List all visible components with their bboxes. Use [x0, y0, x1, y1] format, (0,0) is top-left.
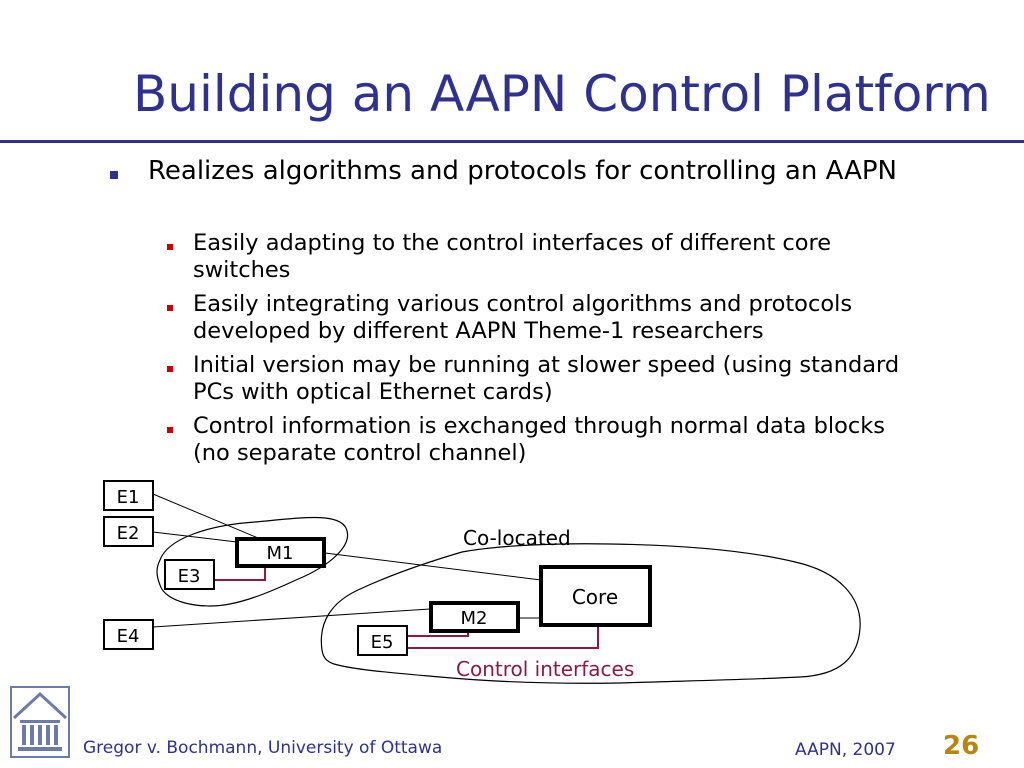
sub-bullet-marker: [167, 366, 173, 372]
node-m1: M1: [235, 537, 326, 568]
sub-bullet-1: Easily adapting to the control interface…: [193, 230, 993, 284]
footer-event: AAPN, 2007: [795, 740, 896, 760]
title-divider: [0, 140, 1024, 143]
link-e1-m1: [152, 493, 259, 539]
node-e2: E2: [103, 516, 154, 547]
sub-bullet-3: Initial version may be running at slower…: [193, 352, 993, 406]
sub-bullet-4-line2: (no separate control channel): [193, 440, 527, 466]
node-m2-label: M2: [461, 608, 488, 629]
sub-bullet-3-line2: PCs with optical Ethernet cards): [193, 379, 553, 405]
sub-bullet-marker: [167, 427, 173, 433]
sub-bullet-2: Easily integrating various control algor…: [193, 291, 993, 345]
control-interfaces-label: Control interfaces: [456, 657, 634, 681]
sub-bullet-marker: [167, 244, 173, 250]
node-e5: E5: [357, 625, 408, 656]
university-logo-icon: [10, 686, 70, 758]
sub-bullet-4: Control information is exchanged through…: [193, 413, 993, 467]
control-link-e5-core: [408, 626, 599, 649]
sub-bullet-marker: [167, 305, 173, 311]
m1-group-outline: [156, 516, 349, 607]
node-e4: E4: [103, 619, 154, 650]
node-core: Core: [539, 565, 652, 627]
node-e1: E1: [103, 480, 154, 511]
link-e4-m2: [152, 608, 431, 628]
footer-author: Gregor v. Bochmann, University of Ottawa: [83, 738, 443, 758]
node-e4-label: E4: [117, 626, 140, 647]
node-e3: E3: [164, 559, 215, 590]
node-e2-label: E2: [117, 523, 140, 544]
node-e5-label: E5: [371, 632, 394, 653]
node-m2: M2: [429, 601, 520, 633]
sub-bullet-2-line2: developed by different AAPN Theme-1 rese…: [193, 318, 764, 344]
sub-bullet-1-line1: Easily adapting to the control interface…: [193, 230, 832, 256]
co-located-group-outline: [320, 543, 861, 684]
link-m1-core: [324, 552, 542, 581]
node-e3-label: E3: [178, 566, 201, 587]
control-link-e5-m2: [408, 632, 469, 637]
bullet-main: Realizes algorithms and protocols for co…: [148, 156, 897, 186]
node-e1-label: E1: [117, 487, 140, 508]
node-core-label: Core: [572, 585, 618, 609]
bullet-marker-square: [110, 171, 118, 179]
sub-bullet-2-line1: Easily integrating various control algor…: [193, 291, 853, 317]
node-m1-label: M1: [267, 543, 294, 564]
sub-bullet-4-line1: Control information is exchanged through…: [193, 413, 886, 439]
control-link-e3-m1: [215, 567, 266, 581]
link-e2-m1: [152, 531, 238, 543]
page-number: 26: [943, 731, 980, 761]
co-located-label: Co-located: [463, 526, 571, 550]
sub-bullet-1-line2: switches: [193, 257, 291, 283]
sub-bullet-3-line1: Initial version may be running at slower…: [193, 352, 900, 378]
slide-title: Building an AAPN Control Platform: [133, 65, 991, 123]
